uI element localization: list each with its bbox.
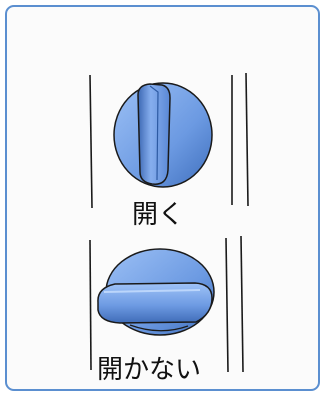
- door-frame-lines: [89, 72, 249, 373]
- horizontal-knob-icon: [97, 248, 215, 336]
- vertical-knob-icon: [113, 82, 213, 188]
- closed-label: 開かない: [97, 355, 202, 385]
- open-label: 開く: [132, 200, 185, 230]
